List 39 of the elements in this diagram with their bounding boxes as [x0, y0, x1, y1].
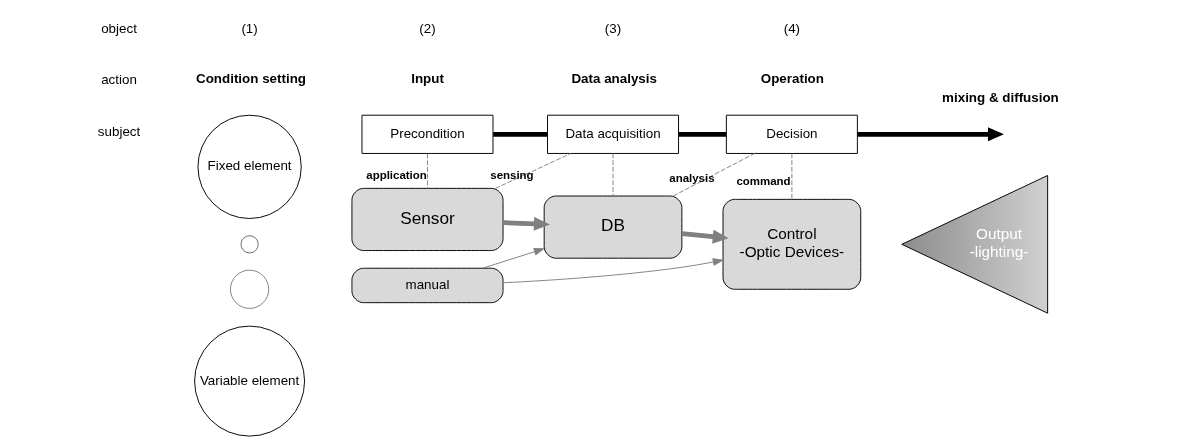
node-circle: Variable element [194, 325, 306, 437]
node-box: Sensor [351, 187, 504, 251]
edge-label: analysis [669, 172, 715, 185]
node-box: Decision [725, 114, 858, 154]
label: mixing & diffusion [942, 90, 1059, 106]
node-box: manual [351, 267, 504, 304]
arrow [502, 258, 724, 284]
label: (4) [783, 20, 801, 36]
connector [791, 153, 793, 200]
connector [678, 131, 727, 137]
node-box: Data acquisition [547, 114, 679, 154]
edge-label: command [736, 174, 791, 187]
arrow [482, 248, 545, 269]
node-box: Control -Optic Devices- [722, 198, 862, 290]
label: Operation [760, 71, 824, 87]
label: (1) [241, 20, 258, 36]
label: Condition setting [196, 71, 306, 87]
connector [427, 153, 428, 189]
connector [495, 153, 572, 189]
node-box: DB [543, 195, 683, 259]
connector [493, 131, 548, 137]
label: (3) [604, 20, 622, 36]
node-box: Precondition [361, 114, 494, 154]
edge-label: sensing [490, 168, 534, 181]
edge-label: application [366, 169, 427, 182]
node-circle [230, 269, 270, 309]
label: (2) [419, 20, 436, 36]
label: Data analysis [571, 71, 657, 87]
arrow [857, 127, 1004, 142]
arrow [503, 216, 550, 231]
label: object [101, 20, 137, 36]
node-circle: Fixed element [197, 114, 302, 219]
label: Input [411, 71, 444, 87]
label: action [101, 72, 137, 88]
connector [612, 153, 614, 197]
arrow [681, 229, 729, 244]
label: subject [97, 123, 141, 139]
node-circle [240, 235, 259, 254]
connector [672, 153, 755, 197]
